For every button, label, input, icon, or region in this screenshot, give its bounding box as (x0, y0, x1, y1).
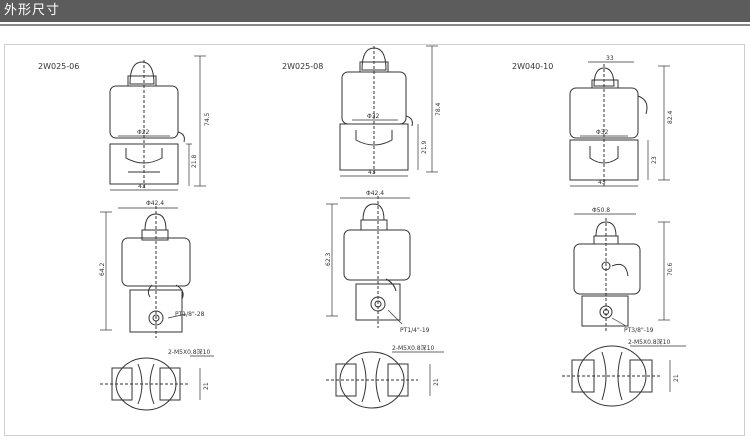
model-3-side-view (573, 213, 670, 332)
m1-bottom-width: 21 (203, 382, 210, 390)
section-header: 外形尺寸 (0, 0, 750, 22)
m2-side-port: PT1/4"-19 (400, 327, 430, 334)
section-title: 外形尺寸 (4, 3, 61, 18)
model-2-bottom-view (326, 351, 444, 409)
drawing-panel (4, 44, 745, 436)
m3-front-dia: Φ32 (596, 129, 609, 136)
m3-front-height: 82.4 (667, 110, 674, 124)
model-1-front-view (109, 55, 206, 191)
m3-bottom-width: 21 (673, 374, 680, 382)
m3-bottom-screw: 2-M5X0.8深10 (628, 338, 670, 346)
m3-front-body: 23 (651, 156, 658, 164)
m2-side-height: 62.3 (325, 252, 332, 266)
m1-side-port: PT1/8"-28 (175, 311, 205, 318)
m3-front-top: 33 (606, 55, 614, 62)
header-divider (0, 24, 750, 26)
model-label-2: 2W025-08 (282, 62, 324, 71)
model-1-side-view (100, 206, 191, 338)
m1-front-body: 21.8 (191, 154, 198, 168)
m2-front-body: 21.9 (421, 140, 428, 154)
m3-side-dia: Φ50.8 (592, 207, 610, 214)
model-2-front-view (339, 45, 438, 177)
m2-bottom-screw: 2-M5X0.8深10 (392, 344, 434, 352)
m1-side-dia: Φ42.4 (146, 200, 164, 207)
m1-side-height: 64.2 (99, 262, 106, 276)
m1-bottom-screw: 2-M5X0.8深10 (168, 348, 210, 356)
m2-front-dia: Φ32 (367, 113, 380, 120)
m1-front-height: 74.5 (204, 112, 211, 126)
m2-bottom-width: 21 (433, 378, 440, 386)
m1-front-width: 43 (138, 183, 146, 190)
m2-front-width: 43 (368, 169, 376, 176)
m1-front-dia: Φ22 (137, 129, 150, 136)
m2-side-dia: Φ42.4 (366, 190, 384, 197)
model-label-3: 2W040-10 (512, 62, 554, 71)
m2-front-height: 78.4 (435, 102, 442, 116)
model-3-bottom-view (562, 345, 686, 407)
model-1-bottom-view (100, 355, 214, 411)
m3-side-height: 70.6 (667, 262, 674, 276)
m3-front-width: 43 (598, 179, 606, 186)
model-2-side-view (326, 196, 411, 328)
model-label-1: 2W025-06 (38, 62, 80, 71)
m3-side-port: PT3/8"-19 (624, 327, 654, 334)
model-3-front-view (569, 61, 670, 187)
